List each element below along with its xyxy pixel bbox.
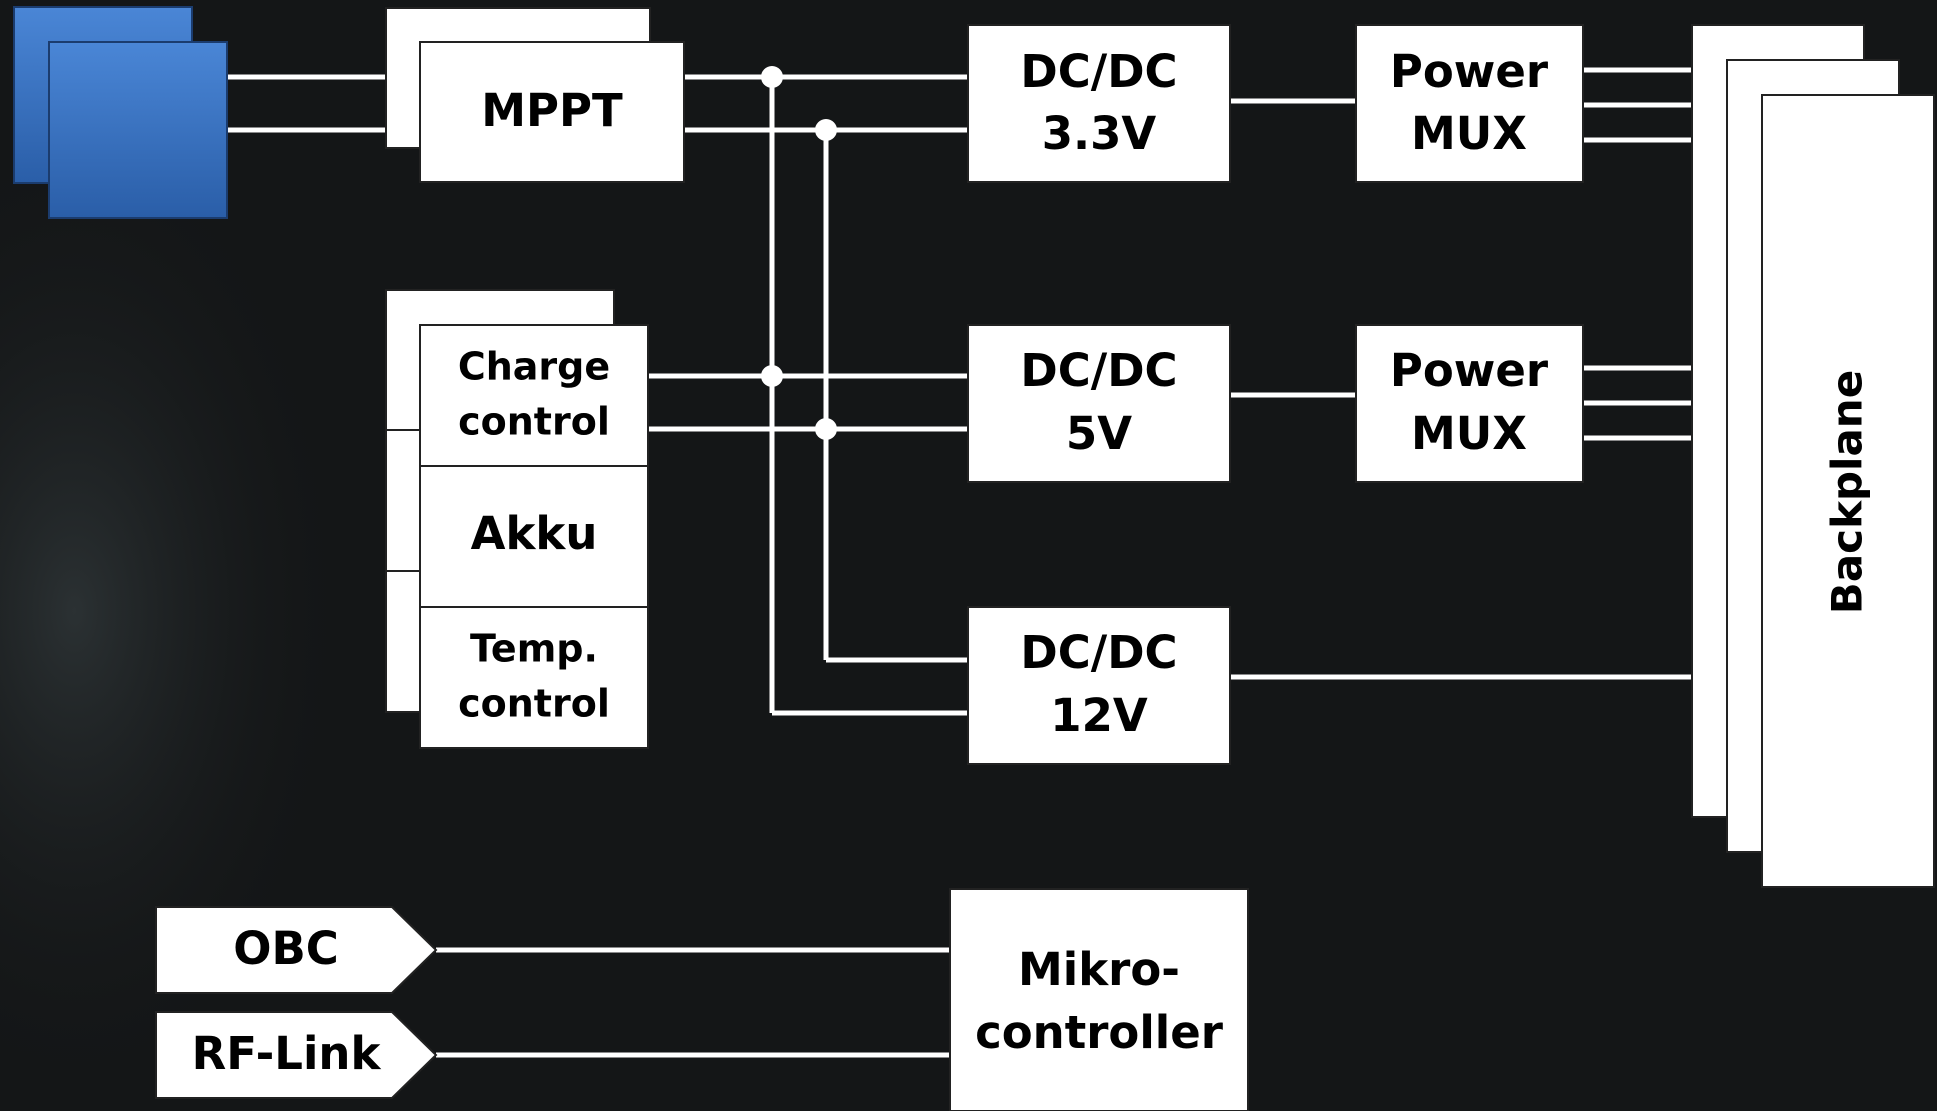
microcontroller-label-line1: Mikro- <box>1018 943 1180 996</box>
dcdc-5-label-line1: DC/DC <box>1020 344 1177 397</box>
power-mux-2-label-line1: Power <box>1390 344 1549 397</box>
akku-label: Akku <box>471 507 598 560</box>
obc-connector <box>155 906 438 994</box>
dcdc-12-label-line2: 12V <box>1050 689 1148 742</box>
dcdc-12-block <box>967 606 1231 765</box>
backplane-label: Backplane <box>1823 370 1872 614</box>
solar-panel-front <box>48 41 228 219</box>
dcdc-12-label-line1: DC/DC <box>1020 626 1177 679</box>
power-mux-1-block <box>1355 24 1584 183</box>
power-mux-2-block <box>1355 324 1584 483</box>
rf-link-connector <box>155 1011 438 1099</box>
mppt-label: MPPT <box>481 84 623 137</box>
charge-control-label-line1: Charge <box>458 345 610 389</box>
charge-control-block <box>419 324 649 467</box>
solar-panel-icon <box>13 6 228 219</box>
dcdc-33-label-line2: 3.3V <box>1042 107 1157 160</box>
junction-dot <box>761 365 783 387</box>
temp-control-label-line2: control <box>458 682 610 726</box>
mppt-block <box>419 41 685 183</box>
charge-control-label-line2: control <box>458 400 610 444</box>
dcdc-33-block <box>967 24 1231 183</box>
junction-dot <box>761 66 783 88</box>
rf-link-label: RF-Link <box>192 1027 382 1080</box>
microcontroller-block <box>949 888 1249 1111</box>
temp-control-label-line1: Temp. <box>470 627 598 671</box>
microcontroller-label-line2: controller <box>975 1006 1224 1059</box>
junction-dot <box>815 418 837 440</box>
power-mux-2-label-line2: MUX <box>1411 407 1527 460</box>
junction-dot <box>815 119 837 141</box>
temp-control-block <box>419 606 649 749</box>
dcdc-5-label-line2: 5V <box>1066 407 1132 460</box>
obc-label: OBC <box>233 922 339 975</box>
power-mux-1-label-line1: Power <box>1390 45 1549 98</box>
backplane-block <box>1761 94 1935 888</box>
junctions <box>761 66 837 440</box>
dcdc-5-block <box>967 324 1231 483</box>
dcdc-33-label-line1: DC/DC <box>1020 45 1177 98</box>
akku-block <box>419 465 649 608</box>
power-mux-1-label-line2: MUX <box>1411 107 1527 160</box>
